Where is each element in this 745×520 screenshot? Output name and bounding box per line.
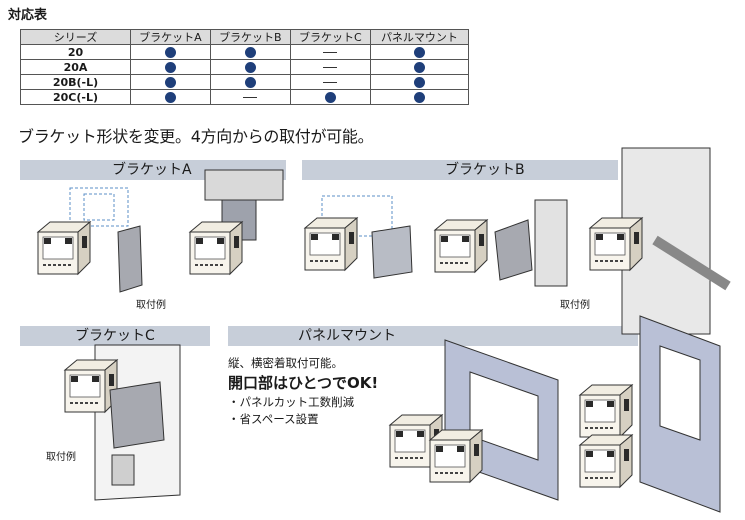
support-cell <box>130 89 211 105</box>
supported-dot-icon <box>413 47 425 58</box>
header-bracket-b: ブラケットB <box>209 29 291 45</box>
bracket-c-illustration <box>64 344 181 501</box>
section-title-bracket-a: ブラケットA <box>112 162 192 178</box>
unsupported-dash-icon <box>323 82 338 83</box>
caption-bracket-b: 取付例 <box>560 300 590 311</box>
unsupported-dash-icon <box>323 67 338 68</box>
supported-dot-icon <box>244 47 256 58</box>
table-row: 20C(-L) <box>20 89 470 105</box>
supported-dot-icon <box>164 62 176 73</box>
section-band-panel-mount: パネルマウント <box>228 326 638 346</box>
caption-bracket-a: 取付例 <box>136 300 166 311</box>
panel-mount-illustration <box>389 315 721 513</box>
panel-mount-notes: 縦、横密着取付可能。 開口部はひとつでOK! ・パネルカット工数削減 ・省スペー… <box>228 355 378 428</box>
note-close-mount: 縦、横密着取付可能。 <box>228 356 343 370</box>
bullet-panel-cut: ・パネルカット工数削減 <box>228 395 355 409</box>
table-title: 対応表 <box>8 8 48 23</box>
note-single-opening: 開口部はひとつでOK! <box>228 374 379 392</box>
supported-dot-icon <box>164 92 176 103</box>
section-band-bracket-c: ブラケットC <box>20 326 210 346</box>
bracket-b-illustration <box>304 147 731 335</box>
headline: ブラケット形状を変更。4方向からの取付が可能。 <box>18 127 374 146</box>
supported-dot-icon <box>413 92 425 103</box>
section-title-panel-mount: パネルマウント <box>298 328 396 344</box>
section-band-bracket-b: ブラケットB <box>302 160 618 180</box>
supported-dot-icon <box>413 77 425 88</box>
header-series: シリーズ <box>20 29 131 45</box>
series-cell: 20C(-L) <box>20 89 131 105</box>
bullet-space-saving: ・省スペース設置 <box>228 412 319 426</box>
section-title-bracket-c: ブラケットC <box>75 328 155 344</box>
supported-dot-icon <box>324 92 336 103</box>
header-bracket-a: ブラケットA <box>130 29 211 45</box>
supported-dot-icon <box>413 62 425 73</box>
unsupported-dash-icon <box>243 97 258 98</box>
table-header-row: シリーズ ブラケットA ブラケットB ブラケットC パネルマウント <box>20 29 470 45</box>
bracket-a-illustration <box>37 169 284 293</box>
section-title-bracket-b: ブラケットB <box>445 162 525 178</box>
supported-dot-icon <box>164 77 176 88</box>
supported-dot-icon <box>164 47 176 58</box>
unsupported-dash-icon <box>323 52 338 53</box>
supported-dot-icon <box>244 77 256 88</box>
caption-bracket-c: 取付例 <box>46 452 76 463</box>
support-cell <box>369 89 470 105</box>
supported-dot-icon <box>244 62 256 73</box>
series-cell: 20 <box>20 44 131 60</box>
